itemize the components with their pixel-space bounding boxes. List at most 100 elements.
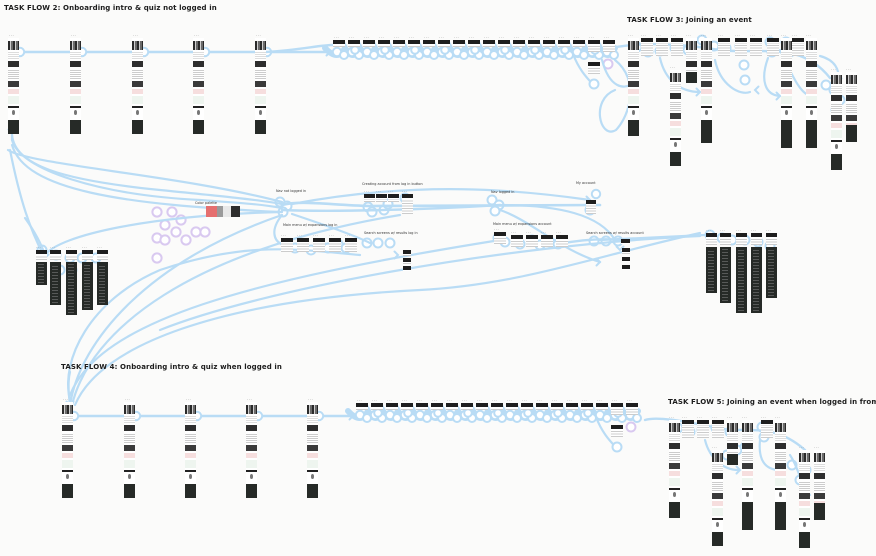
mini-screen[interactable] [761, 420, 773, 438]
mini-screen[interactable] [403, 258, 411, 264]
connector-node[interactable] [530, 45, 540, 55]
mini-screen[interactable] [718, 38, 730, 56]
screen-thumbnail[interactable] [686, 38, 697, 83]
connector-node[interactable] [572, 413, 582, 423]
mini-screen[interactable] [735, 38, 747, 56]
mini-screen[interactable] [603, 40, 615, 52]
connector-node[interactable] [820, 79, 832, 91]
screen-thumbnail[interactable] [814, 450, 825, 520]
connector-node[interactable] [459, 50, 469, 60]
screen-thumbnail[interactable] [185, 402, 196, 498]
mini-screen[interactable] [403, 266, 411, 271]
connector-node[interactable] [553, 408, 563, 418]
mini-screen[interactable] [498, 40, 510, 47]
connector-node[interactable] [739, 74, 751, 86]
connector-node[interactable] [440, 45, 450, 55]
mini-screen[interactable] [511, 235, 523, 247]
connector-node[interactable] [170, 226, 182, 238]
mini-screen[interactable] [388, 194, 399, 202]
mini-screen[interactable] [491, 403, 503, 410]
mini-screen[interactable] [386, 403, 398, 410]
dark-screen[interactable] [66, 262, 77, 315]
mini-screen[interactable] [558, 40, 570, 47]
mini-screen[interactable] [541, 235, 553, 247]
mini-screen[interactable] [423, 40, 435, 47]
dark-screen[interactable] [36, 262, 47, 285]
mini-screen[interactable] [622, 248, 630, 254]
mini-screen[interactable] [329, 238, 341, 252]
connector-node[interactable] [429, 50, 439, 60]
mini-screen[interactable] [588, 62, 600, 74]
connector-node[interactable] [588, 78, 600, 90]
connector-node[interactable] [403, 408, 413, 418]
screen-thumbnail[interactable] [124, 402, 135, 498]
connector-node[interactable] [384, 237, 396, 249]
screen-thumbnail[interactable] [670, 70, 681, 166]
dark-screen[interactable] [706, 247, 717, 293]
screen-thumbnail[interactable] [799, 450, 810, 548]
connector-node[interactable] [199, 226, 211, 238]
connector-node[interactable] [159, 234, 171, 246]
mini-screen[interactable] [720, 233, 731, 245]
mini-screen[interactable] [626, 403, 638, 415]
mini-screen[interactable] [281, 238, 293, 252]
connector-node[interactable] [489, 50, 499, 60]
screen-thumbnail[interactable] [669, 420, 680, 518]
connector-node[interactable] [611, 441, 623, 453]
connector-node[interactable] [372, 237, 384, 249]
mini-screen[interactable] [521, 403, 533, 410]
connector-node[interactable] [602, 413, 612, 423]
mini-screen[interactable] [671, 38, 683, 56]
connector-node[interactable] [519, 50, 529, 60]
connector-node[interactable] [422, 413, 432, 423]
mini-screen[interactable] [526, 235, 538, 247]
connector-node[interactable] [512, 413, 522, 423]
mini-screen[interactable] [682, 420, 694, 438]
screen-thumbnail[interactable] [193, 38, 204, 134]
mini-screen[interactable] [446, 403, 458, 410]
mini-screen[interactable] [751, 233, 762, 245]
mini-screen[interactable] [453, 40, 465, 47]
connector-node[interactable] [151, 206, 163, 218]
mini-screen[interactable] [588, 40, 600, 52]
screen-thumbnail[interactable] [846, 72, 857, 142]
mini-screen[interactable] [622, 265, 630, 270]
screen-thumbnail[interactable] [806, 38, 817, 148]
mini-screen[interactable] [706, 233, 717, 245]
mini-screen[interactable] [611, 425, 623, 437]
connector-node[interactable] [632, 413, 642, 423]
mini-screen[interactable] [494, 232, 506, 244]
screen-thumbnail[interactable] [628, 38, 639, 136]
connector-node[interactable] [590, 188, 602, 200]
mini-screen[interactable] [348, 40, 360, 47]
mini-screen[interactable] [438, 40, 450, 47]
screen-thumbnail[interactable] [781, 38, 792, 148]
dark-screen[interactable] [736, 247, 747, 313]
mini-screen[interactable] [82, 250, 93, 260]
connector-node[interactable] [600, 235, 612, 247]
mini-screen[interactable] [297, 238, 309, 252]
connector-node[interactable] [583, 408, 593, 418]
mini-screen[interactable] [621, 239, 630, 244]
connector-node[interactable] [452, 413, 462, 423]
connector-node[interactable] [609, 50, 619, 60]
mini-screen[interactable] [573, 40, 585, 47]
mini-screen[interactable] [378, 40, 390, 47]
connector-node[interactable] [362, 413, 372, 423]
connector-node[interactable] [625, 421, 637, 433]
mini-screen[interactable] [697, 420, 709, 438]
mini-screen[interactable] [468, 40, 480, 47]
dark-screen[interactable] [751, 247, 762, 313]
mini-screen[interactable] [66, 250, 77, 260]
mini-screen[interactable] [393, 40, 405, 47]
screen-thumbnail[interactable] [70, 38, 81, 134]
connector-node[interactable] [339, 50, 349, 60]
mini-screen[interactable] [431, 403, 443, 410]
connector-node[interactable] [433, 408, 443, 418]
mini-screen[interactable] [408, 40, 420, 47]
mini-screen[interactable] [364, 194, 375, 202]
connector-node[interactable] [493, 408, 503, 418]
mini-screen[interactable] [356, 403, 368, 410]
mini-screen[interactable] [712, 420, 724, 438]
screen-thumbnail[interactable] [255, 38, 266, 134]
